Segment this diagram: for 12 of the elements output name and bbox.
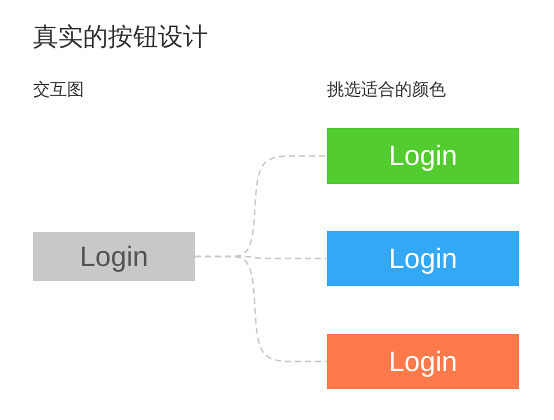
column-heading: 挑选适合的颜色	[327, 79, 446, 101]
login-button	[327, 334, 519, 389]
button-label: Login	[388, 140, 458, 172]
dashed-connector	[195, 256, 327, 362]
login-button	[327, 128, 519, 184]
title: 真实的按钮设计	[33, 21, 208, 53]
column-heading: 交互图	[33, 79, 84, 101]
button-label: Login	[80, 240, 148, 272]
button-label: Login	[388, 346, 458, 378]
login-button	[33, 232, 195, 281]
button-label: Login	[388, 242, 458, 274]
login-button	[327, 231, 519, 286]
